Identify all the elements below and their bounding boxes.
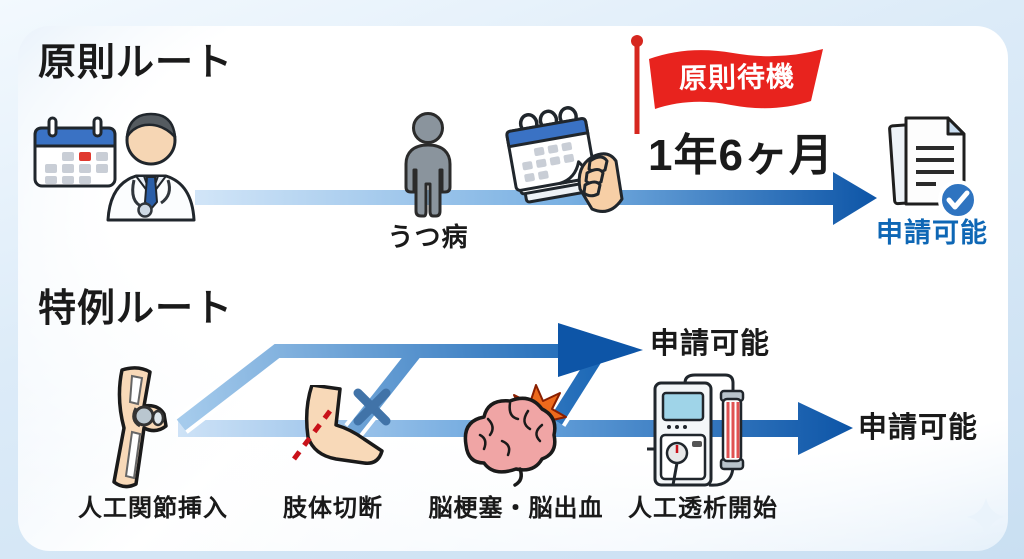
label-amputation: 肢体切断 [283,495,383,522]
depression-label: うつ病 [387,222,469,252]
amputated-limb-icon [292,385,391,465]
principal-route-title: 原則ルート [38,42,234,84]
doctor-icon [106,112,196,222]
calendar-in-hand-icon [505,106,624,213]
label-knee-joint: 人工関節挿入 [78,495,228,522]
upper-branch-arrowhead [558,323,643,377]
apply-possible-label-lower: 申請可能 [858,412,979,444]
flag-label: 原則待機 [678,60,796,95]
apply-possible-label-upper: 申請可能 [650,328,771,360]
dialysis-machine-icon [647,373,745,487]
wait-duration-label: 1年6ヶ月 [648,131,834,180]
sparkle-icon [967,498,1005,536]
label-brain-stroke: 脳梗塞・脳出血 [428,495,604,522]
documents-check-icon [888,116,978,220]
label-dialysis: 人工透析開始 [628,495,778,522]
red-flag-icon [631,35,823,134]
apply-possible-label-principal: 申請可能 [876,218,988,248]
special-route-title: 特例ルート [38,288,234,330]
brain-stroke-icon [463,384,567,487]
calendar-icon [33,116,117,188]
x-mark-icon [353,388,391,426]
knee-joint-icon [112,366,168,489]
standing-person-icon [404,112,452,218]
